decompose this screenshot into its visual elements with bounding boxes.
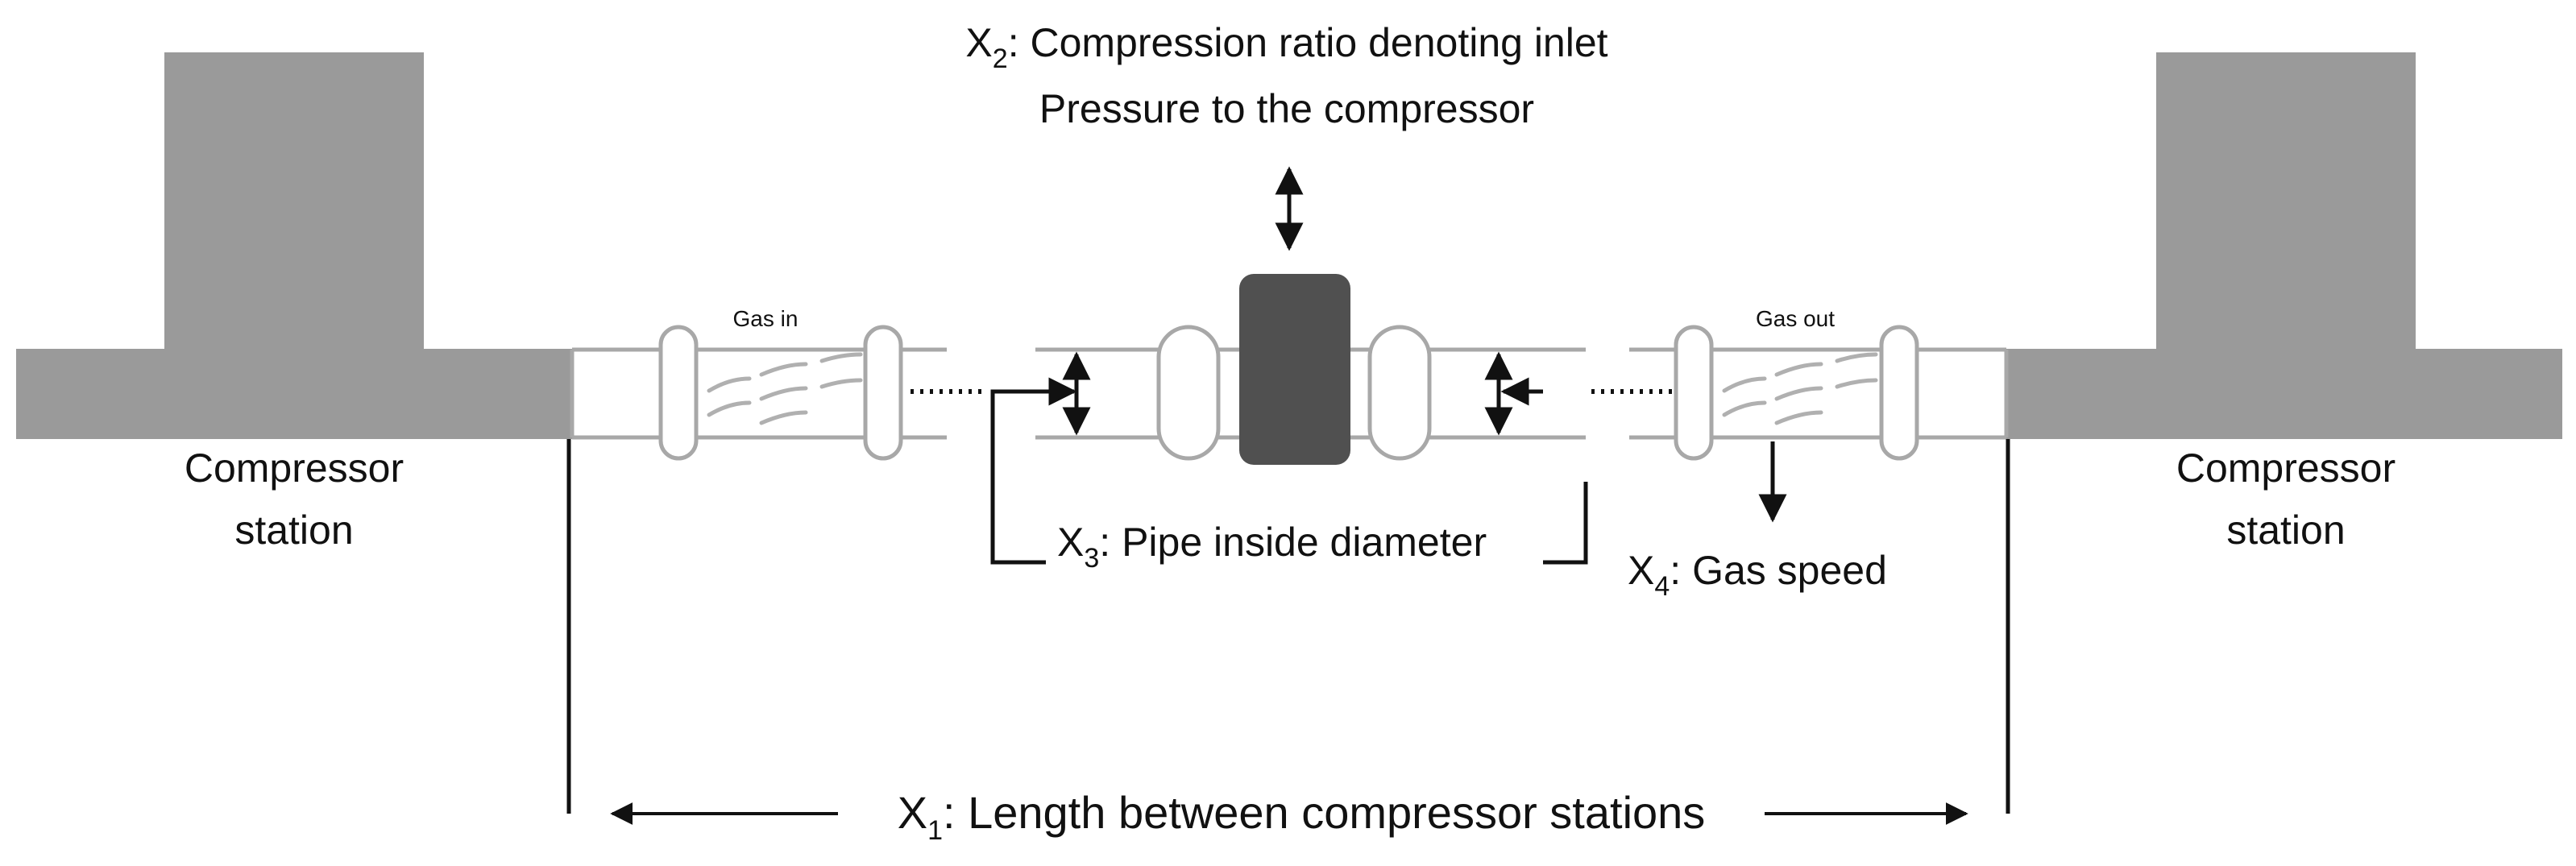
flow-marks-inlet [707,352,863,425]
x3-label: X3: Pipe inside diameter [1057,520,1487,574]
right-station-label-line1: Compressor [2176,445,2396,491]
pipe-segment-inlet [570,325,947,461]
compressor-block [1239,274,1350,465]
x2-label-line2: Pressure to the compressor [1039,86,1534,131]
right-station-label-line2: station [2226,508,2345,553]
x3-bracket-left [990,377,1077,565]
right-compressor-station [2006,52,2562,439]
left-station-label-line1: Compressor [185,445,404,491]
pipe-segment-outlet [1629,325,2009,461]
left-compressor-station [16,52,572,439]
x2-label: X2: Compression ratio denoting inlet [965,20,1607,74]
gas-in-label: Gas in [733,306,799,331]
flow-marks-outlet [1722,352,1878,425]
x4-label: X4: Gas speed [1628,548,1887,602]
x3-bracket-right [1543,482,1588,565]
x1-label: X1: Length between compressor stations [898,787,1706,846]
left-station-label-line2: station [234,508,353,553]
gas-out-label: Gas out [1756,306,1835,331]
